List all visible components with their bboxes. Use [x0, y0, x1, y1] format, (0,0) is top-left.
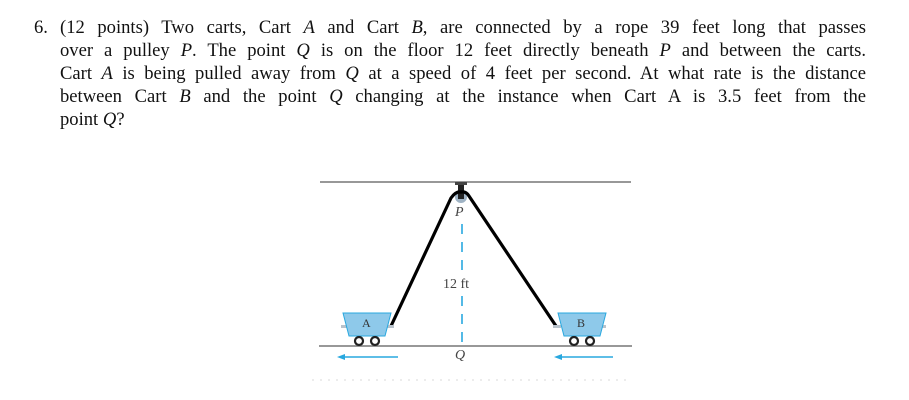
math-variable: B [411, 17, 423, 38]
cart-a-arrow-left-icon [337, 354, 398, 360]
cart-a-icon [341, 312, 394, 347]
math-variable: A [303, 17, 315, 38]
problem-statement: 6. (12 points) Two carts, Cart A and Car… [34, 16, 866, 131]
problem-body: (12 points) Two carts, Cart A and Cart B… [60, 16, 866, 131]
problem-line: (12 points) Two carts, Cart A and Cart B… [60, 17, 866, 38]
math-variable: P [180, 40, 193, 61]
cart-b-icon [553, 312, 607, 347]
height-label: 12 ft [443, 277, 470, 293]
pulley-label: P [455, 205, 464, 220]
math-variable: B [179, 86, 191, 107]
rope-to-cart-a [389, 190, 463, 328]
cart-a-label: A [362, 316, 371, 330]
math-variable: A [101, 63, 113, 84]
math-variable: Q [329, 86, 343, 107]
problem-number: 6. [34, 17, 48, 38]
math-variable: Q [296, 40, 310, 61]
cart-b-label: B [577, 316, 586, 330]
problem-line: over a pulley P. The point Q is on the f… [60, 40, 866, 61]
math-variable: P [659, 40, 671, 61]
math-variable: Q [345, 63, 359, 84]
rope-to-cart-b [459, 190, 558, 328]
problem-line: Cart A is being pulled away from Q at a … [60, 63, 866, 84]
problem-line: point Q? [60, 109, 125, 130]
cart-b-arrow-left-icon [554, 354, 613, 360]
math-variable: Q [102, 109, 117, 130]
problem-line: between Cart B and the point Q changing … [60, 86, 866, 107]
floor-point-label: Q [455, 348, 466, 363]
